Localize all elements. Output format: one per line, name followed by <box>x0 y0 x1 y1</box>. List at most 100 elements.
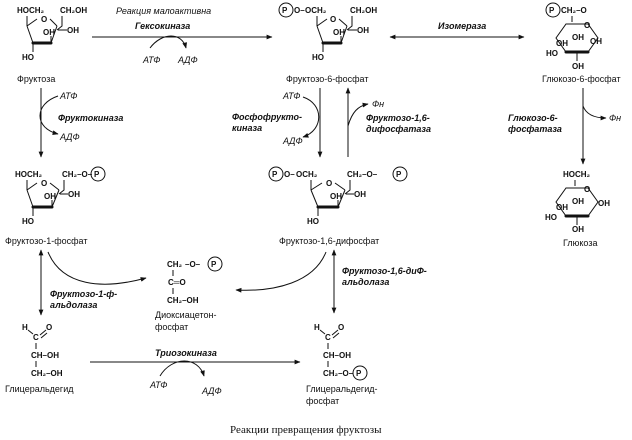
svg-text:OH: OH <box>333 28 345 37</box>
svg-text:P: P <box>356 369 362 378</box>
svg-text:АТФ: АТФ <box>59 91 77 101</box>
svg-text:O: O <box>584 185 590 194</box>
svg-text:АДФ: АДФ <box>177 55 198 65</box>
svg-text:CH₂–O–: CH₂–O– <box>323 369 354 378</box>
g3p-label-2: фосфат <box>306 396 339 406</box>
svg-text:АДФ: АДФ <box>282 136 303 146</box>
fructose-label: Фруктоза <box>17 74 55 84</box>
svg-text:O–: O– <box>284 170 295 179</box>
f1p-label: Фруктозо-1-фосфат <box>5 236 88 246</box>
glucose-structure: HOCH₂ O OH OH OH HO OH Глюкоза <box>545 170 610 248</box>
svg-text:CH₂–OH: CH₂–OH <box>31 369 63 378</box>
svg-text:OH: OH <box>44 192 56 201</box>
fbpase-label-2: дифосфатаза <box>366 124 431 134</box>
svg-text:АТФ: АТФ <box>282 91 300 101</box>
g3p-label-1: Глицеральдегид- <box>306 384 377 394</box>
svg-text:–O–: –O– <box>185 260 201 269</box>
svg-text:O: O <box>330 15 336 24</box>
hexokinase-label: Гексокиназа <box>135 21 190 31</box>
hexokinase-note: Реакция малоактивна <box>116 6 211 16</box>
f16bp-label: Фруктозо-1,6-дифосфат <box>279 236 379 246</box>
svg-text:Фн: Фн <box>609 113 621 123</box>
svg-text:OH: OH <box>572 225 584 234</box>
ring-oxygen: O <box>41 15 47 24</box>
glyceraldehyde-label: Глицеральдегид <box>5 384 74 394</box>
fructose-structure: HOCH₂ CH₂OH O OH OH HO Фруктоза <box>17 6 87 84</box>
svg-text:H: H <box>314 323 320 332</box>
svg-text:CH₂: CH₂ <box>167 260 183 269</box>
svg-text:АДФ: АДФ <box>59 132 80 142</box>
f6p-structure: P O– OCH₂ CH₂OH O OH OH HO Фруктозо-6-фо… <box>278 2 377 84</box>
f1p-structure: HOCH₂ CH₂–O– P O OH OH HO Фруктозо-1-фос… <box>5 166 106 246</box>
svg-text:C: C <box>325 333 331 342</box>
svg-text:АДФ: АДФ <box>201 386 222 396</box>
svg-text:OH: OH <box>572 62 584 71</box>
aldolase-a-label-1: Фруктозо-1,6-диФ- <box>342 266 427 276</box>
svg-text:HO: HO <box>545 213 557 222</box>
svg-text:OH: OH <box>598 199 610 208</box>
svg-text:АТФ: АТФ <box>142 55 160 65</box>
svg-text:HO: HO <box>546 49 558 58</box>
svg-text:HOCH₂: HOCH₂ <box>563 170 591 179</box>
svg-text:OCH₂: OCH₂ <box>296 170 318 179</box>
svg-text:P: P <box>211 260 217 269</box>
svg-text:P: P <box>282 6 288 15</box>
svg-text:CH₂–O–: CH₂–O– <box>347 170 378 179</box>
g6p-label: Глюкозо-6-фосфат <box>542 74 621 84</box>
svg-text:АТФ: АТФ <box>149 380 167 390</box>
f16bp-structure: P O– OCH₂ CH₂–O– P O OH OH HO Фруктозо-1… <box>268 166 408 246</box>
svg-text:OH: OH <box>68 190 80 199</box>
svg-text:P: P <box>94 170 100 179</box>
figure-caption: Реакции превращения фруктозы <box>230 424 382 436</box>
hoch2-label: HOCH₂ <box>17 6 45 15</box>
isomerase-label: Изомераза <box>438 21 486 31</box>
g3p-structure: H C O CH–OH CH₂–O– P Глицеральдегид- фос… <box>306 323 377 406</box>
dhap-structure: CH₂ –O– P C═O CH₂–OH Диоксиацетон- фосфа… <box>155 256 223 332</box>
dhap-label-2: фосфат <box>155 322 188 332</box>
svg-text:O: O <box>46 323 52 332</box>
svg-text:O: O <box>338 323 344 332</box>
svg-text:OH: OH <box>67 26 79 35</box>
svg-text:OH: OH <box>556 39 568 48</box>
pfk-label-1: Фосфофрукто- <box>232 112 302 122</box>
svg-text:O: O <box>584 21 590 30</box>
g6pase-label-2: фосфатаза <box>508 124 562 134</box>
svg-text:P: P <box>549 6 555 15</box>
svg-text:OH: OH <box>330 192 342 201</box>
svg-text:O: O <box>41 179 47 188</box>
svg-text:O–: O– <box>294 6 305 15</box>
svg-text:H: H <box>22 323 28 332</box>
svg-text:HO: HO <box>22 217 34 226</box>
svg-text:P: P <box>272 170 278 179</box>
svg-text:C═O: C═O <box>168 278 186 287</box>
svg-text:HOCH₂: HOCH₂ <box>15 170 43 179</box>
pfk-label-2: киназа <box>232 123 262 133</box>
aldolase-b-label-1: Фруктозо-1-ф- <box>50 289 117 299</box>
fructokinase-label: Фруктокиназа <box>58 113 123 123</box>
svg-text:OH: OH <box>43 28 55 37</box>
svg-text:OCH₂: OCH₂ <box>305 6 327 15</box>
g6p-structure: P CH₂–O O OH OH OH HO OH Глюкозо-6-фосфа… <box>542 2 621 84</box>
svg-text:OH: OH <box>572 197 584 206</box>
svg-text:OH: OH <box>556 203 568 212</box>
aldolase-a-label-2: альдолаза <box>342 277 389 287</box>
svg-text:CH–OH: CH–OH <box>31 351 59 360</box>
svg-text:CH₂–O–: CH₂–O– <box>62 170 93 179</box>
ch2oh-label: CH₂OH <box>60 6 87 15</box>
svg-text:P: P <box>396 170 402 179</box>
svg-text:CH₂–O: CH₂–O <box>561 6 587 15</box>
svg-text:OH: OH <box>354 190 366 199</box>
fbpase-label-1: Фруктозо-1,6- <box>366 113 430 123</box>
f6p-label: Фруктозо-6-фосфат <box>286 74 369 84</box>
svg-text:Фн: Фн <box>372 99 384 109</box>
g6pase-label-1: Глюкозо-6- <box>508 113 558 123</box>
glyceraldehyde-structure: H C O CH–OH CH₂–OH Глицеральдегид <box>5 323 74 394</box>
svg-text:O: O <box>326 179 332 188</box>
svg-text:HO: HO <box>312 53 324 62</box>
svg-text:HO: HO <box>22 53 34 62</box>
svg-text:CH–OH: CH–OH <box>323 351 351 360</box>
svg-text:HO: HO <box>307 217 319 226</box>
svg-text:OH: OH <box>572 33 584 42</box>
